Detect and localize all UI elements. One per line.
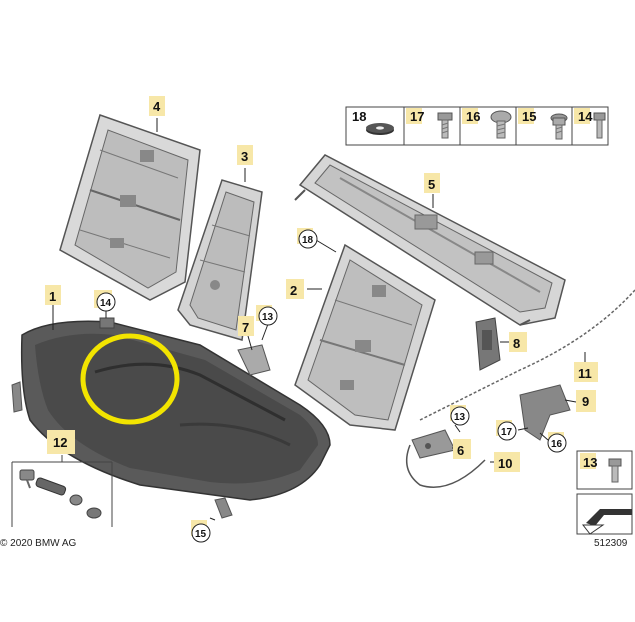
hex-screw-icon: [437, 112, 453, 139]
part-12-group[interactable]: [11, 455, 113, 527]
callout-11-label: 11: [578, 366, 592, 381]
callout-13b-label: 13: [454, 412, 466, 423]
crossmember-5[interactable]: [294, 154, 566, 326]
leader-17: [517, 427, 529, 431]
short-screw-icon: [608, 458, 622, 483]
callout-17-label: 17: [501, 427, 513, 438]
bracket-6[interactable]: [411, 429, 458, 459]
callout-13a-circle[interactable]: 13: [256, 305, 278, 326]
callout-18-label: 18: [302, 235, 314, 246]
copyright-text: © 2020 BMW AG: [0, 538, 77, 549]
callout-18-circle[interactable]: 18: [297, 228, 318, 249]
seat-pan-1[interactable]: [11, 317, 331, 519]
callout-1[interactable]: 1: [45, 285, 61, 305]
leader-18: [315, 239, 337, 253]
callout-4-label: 4: [153, 99, 161, 114]
pin-icon: [35, 477, 67, 496]
part-13-number: 13: [583, 455, 597, 470]
callout-8-label: 8: [513, 336, 520, 351]
callout-7-label: 7: [242, 320, 249, 335]
release-mechanism-8[interactable]: [475, 317, 510, 371]
callout-15-label: 15: [195, 529, 207, 540]
callout-17-circle[interactable]: 17: [496, 420, 517, 441]
seat-back-frame-3[interactable]: [177, 179, 263, 341]
callout-2[interactable]: 2: [286, 279, 304, 299]
tag-16: [462, 108, 478, 124]
leader-9: [564, 399, 577, 403]
callout-14-circle[interactable]: 14: [94, 290, 116, 312]
callout-12[interactable]: 12: [47, 430, 75, 454]
leader-13a: [261, 323, 269, 341]
part-16-number: 16: [466, 109, 480, 124]
callout-13a-label: 13: [262, 312, 274, 323]
bracket-7[interactable]: [237, 335, 271, 376]
leader-15: [209, 517, 216, 521]
callout-5[interactable]: 5: [424, 173, 440, 193]
callout-11[interactable]: 11: [574, 362, 598, 382]
cable-10[interactable]: [405, 444, 486, 488]
seat-back-frame-2[interactable]: [294, 243, 436, 431]
callout-16-circle[interactable]: 16: [547, 432, 567, 453]
tag-14: [574, 108, 590, 124]
part-18-cell[interactable]: 18: [352, 109, 394, 135]
part-15-cell[interactable]: 15: [518, 108, 568, 140]
part-14-number: 14: [578, 109, 593, 124]
part-16-cell[interactable]: 16: [462, 108, 512, 139]
callout-12-label: 12: [53, 435, 67, 450]
leader-7: [247, 335, 253, 351]
part-15-number: 15: [522, 109, 536, 124]
part-17-cell[interactable]: 17: [406, 108, 453, 139]
callout-6-label: 6: [457, 443, 464, 458]
cap-icon: [69, 494, 102, 519]
seat-back-frame-4[interactable]: [59, 114, 201, 301]
callout-3-label: 3: [241, 149, 248, 164]
callout-13b-circle[interactable]: 13: [450, 405, 470, 426]
part-14-cell[interactable]: 14: [574, 108, 606, 139]
callout-2-label: 2: [290, 283, 297, 298]
clip-icon: [19, 469, 35, 489]
tag-17: [406, 108, 422, 124]
callout-5-label: 5: [428, 177, 435, 192]
leader-13b: [454, 424, 461, 433]
view-direction-box: [576, 493, 633, 535]
flange-bolt-icon: [550, 113, 568, 140]
callout-9[interactable]: 9: [576, 390, 596, 412]
callout-3[interactable]: 3: [237, 145, 253, 165]
callout-7[interactable]: 7: [238, 316, 254, 336]
callout-1-label: 1: [49, 289, 56, 304]
part-18-number: 18: [352, 109, 366, 124]
callout-10-label: 10: [498, 456, 512, 471]
highlight-circle: [80, 333, 180, 425]
parts-header-row: 18 17 16: [345, 106, 609, 146]
callout-4[interactable]: 4: [149, 96, 165, 116]
diagram-number: 512309: [594, 538, 628, 549]
tag-13: [580, 453, 596, 469]
bolt-icon: [593, 112, 606, 139]
part-17-number: 17: [410, 109, 424, 124]
callout-8[interactable]: 8: [509, 332, 527, 352]
callout-16-label: 16: [551, 439, 563, 450]
leader-16: [539, 432, 549, 441]
callout-15-circle[interactable]: 15: [191, 520, 211, 543]
torx-screw-icon: [490, 110, 512, 139]
lever-9[interactable]: [519, 384, 577, 441]
cable-11[interactable]: [419, 289, 635, 421]
rubber-washer-icon: [366, 123, 394, 135]
callout-6[interactable]: 6: [453, 439, 471, 459]
callout-9-label: 9: [582, 394, 589, 409]
callout-10[interactable]: 10: [494, 452, 520, 472]
part-13-cell[interactable]: 13: [576, 450, 633, 490]
tag-15: [518, 108, 534, 124]
callout-14-label: 14: [100, 298, 112, 309]
